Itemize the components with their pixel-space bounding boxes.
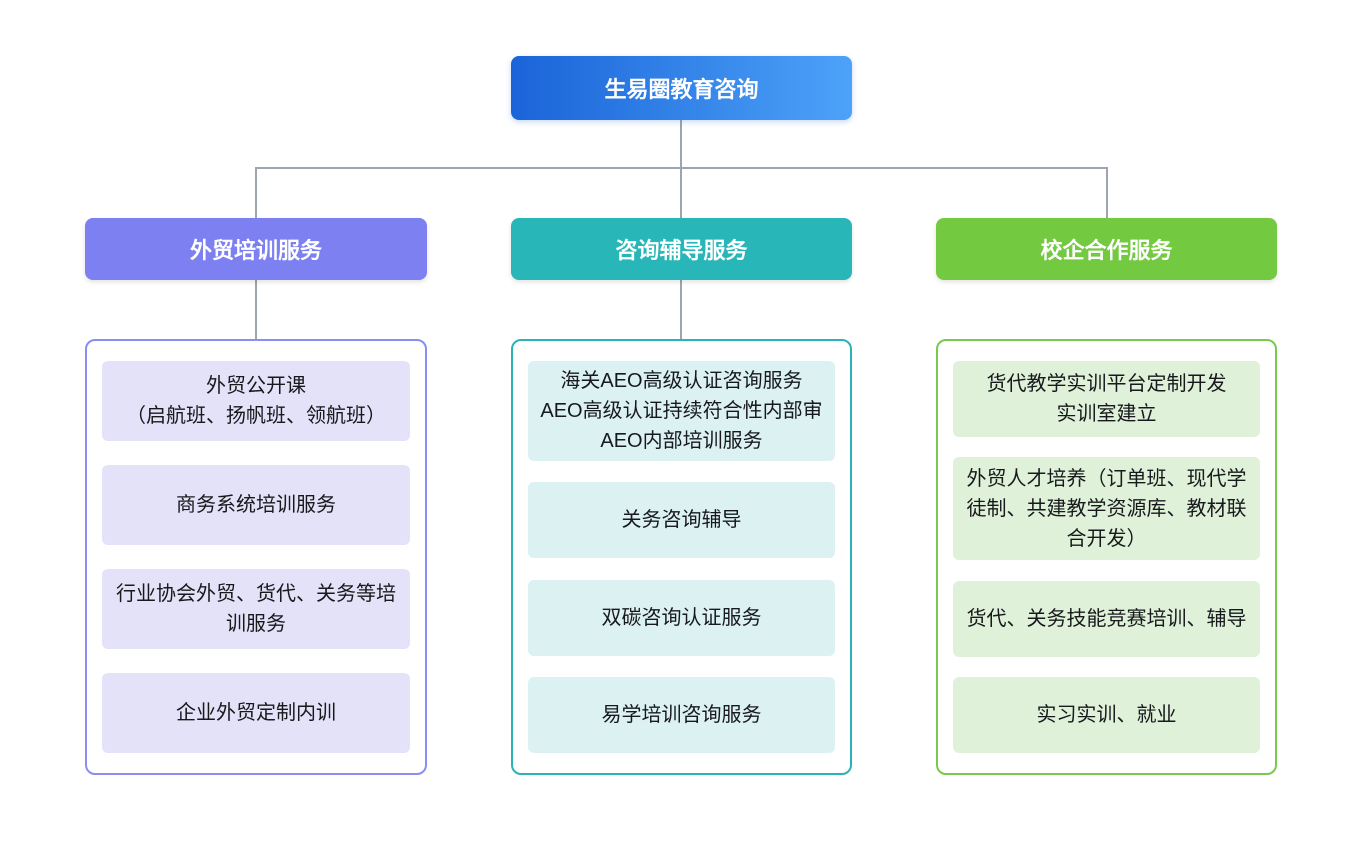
- node-skills-competition-training: 货代、关务技能竞赛培训、辅导: [953, 580, 1260, 657]
- connector-drop-branch2: [680, 167, 682, 219]
- connector-branch1-to-box: [255, 280, 257, 340]
- node-association-training: 行业协会外贸、货代、关务等培训服务: [102, 569, 410, 649]
- branch-box-school-enterprise: 货代教学实训平台定制开发 实训室建立 外贸人才培养（订单班、现代学徒制、共建教学…: [936, 339, 1277, 775]
- connector-drop-branch3: [1106, 167, 1108, 219]
- branch-box-foreign-trade-training: 外贸公开课 （启航班、扬帆班、领航班） 商务系统培训服务 行业协会外贸、货代、关…: [85, 339, 427, 775]
- node-freight-platform-development: 货代教学实训平台定制开发 实训室建立: [953, 361, 1260, 437]
- node-enterprise-custom-training: 企业外贸定制内训: [102, 673, 410, 753]
- branch-header-consulting-coaching: 咨询辅导服务: [511, 218, 852, 280]
- node-open-course: 外贸公开课 （启航班、扬帆班、领航班）: [102, 361, 410, 441]
- node-internship-employment: 实习实训、就业: [953, 676, 1260, 753]
- branch-header-school-enterprise: 校企合作服务: [936, 218, 1277, 280]
- node-talent-cultivation: 外贸人才培养（订单班、现代学徒制、共建教学资源库、教材联合开发）: [953, 457, 1260, 561]
- connector-root-vertical: [680, 120, 682, 168]
- node-customs-consulting: 关务咨询辅导: [528, 482, 835, 559]
- branch-header-foreign-trade-training: 外贸培训服务: [85, 218, 427, 280]
- node-aeo-certification-services: 海关AEO高级认证咨询服务 AEO高级认证持续符合性内部审 AEO内部培训服务: [528, 361, 835, 461]
- node-yixue-training-consulting: 易学培训咨询服务: [528, 676, 835, 753]
- connector-branch2-to-box: [680, 280, 682, 339]
- node-dual-carbon-consulting: 双碳咨询认证服务: [528, 579, 835, 656]
- root-node: 生易圈教育咨询: [511, 56, 852, 120]
- branch-box-consulting-coaching: 海关AEO高级认证咨询服务 AEO高级认证持续符合性内部审 AEO内部培训服务 …: [511, 339, 852, 775]
- connector-drop-branch1: [255, 167, 257, 219]
- node-business-system-training: 商务系统培训服务: [102, 465, 410, 545]
